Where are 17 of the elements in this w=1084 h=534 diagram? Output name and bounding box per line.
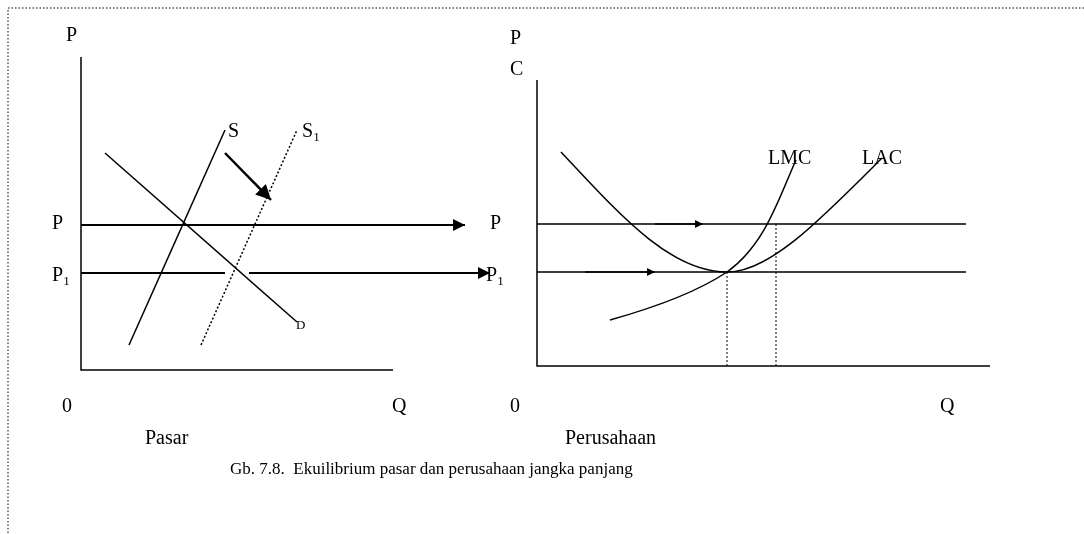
curve-label: D [296, 316, 306, 334]
axis-label: P [66, 22, 78, 46]
axis-label: Q [392, 393, 407, 417]
curve-label: S [228, 118, 240, 142]
curve-label: LAC [862, 145, 902, 169]
figure-caption: Gb. 7.8. Ekuilibrium pasar dan perusahaan jangka panjang [230, 458, 633, 480]
axis-label: P C [510, 25, 525, 81]
price-label: P [490, 210, 502, 234]
axis-label: 0 [510, 393, 520, 417]
panel-title: Pasar [145, 425, 189, 449]
panel-title: Perusahaan [565, 425, 657, 449]
price-label: P [52, 210, 64, 234]
axis-label: Q [940, 393, 955, 417]
price-label: P$_{1}$ [52, 262, 70, 286]
axis-label: 0 [62, 393, 72, 417]
curve-label: S$_{1}$ [302, 118, 320, 142]
curve-label: LMC [768, 145, 812, 169]
